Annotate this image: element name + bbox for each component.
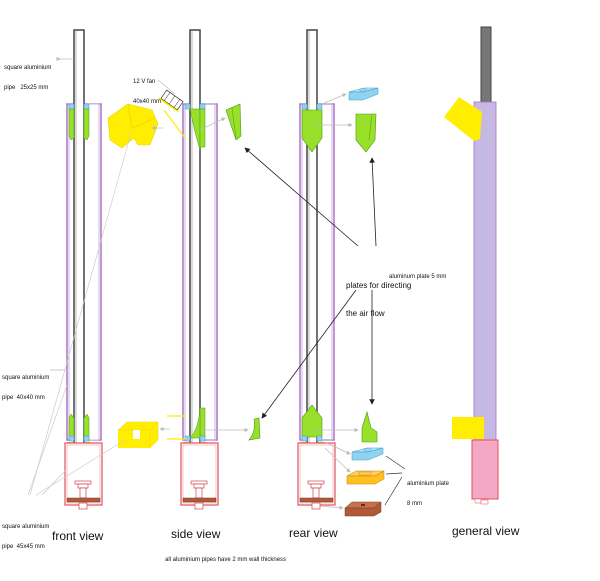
- green-plate: [68, 108, 75, 141]
- green-plate-rear-top: [355, 113, 377, 153]
- label-plates: plates for directing the air flow: [346, 263, 411, 327]
- yellow-frame-solid: [452, 417, 484, 439]
- label-line: pipe 25x25 mm: [4, 85, 49, 92]
- outer-pipe-solid: [473, 101, 497, 443]
- label-line: plates for directing: [346, 281, 412, 291]
- label-pipe-40: square aluminium pipe 40x40 mm: [2, 361, 49, 409]
- label-line: pipe 40x40 mm: [2, 395, 45, 402]
- label-plate-5mm: aluminum plate 5 mm: [389, 274, 447, 280]
- label-plate-8mm: aluminium plate 8 mm: [407, 467, 449, 515]
- fan-icon: [158, 89, 184, 113]
- caption-front-view: front view: [52, 529, 104, 543]
- label-line: 12 V fan: [133, 78, 156, 85]
- label-line: square aluminium: [2, 374, 50, 381]
- green-plate-side-bottom: [248, 417, 261, 441]
- label-line: pipe 45x45 mm: [2, 544, 45, 551]
- yellow-cap-solid: [444, 97, 482, 141]
- inner-pipe-solid: [480, 26, 492, 105]
- blue-plate-bottom: [351, 447, 384, 461]
- front-view: [27, 29, 159, 510]
- base-pipe-solid: [471, 439, 499, 500]
- label-line: the air flow: [346, 308, 385, 318]
- label-pipe-45: square aluminium pipe 45x45 mm: [2, 510, 49, 558]
- green-plate-side-top: [225, 103, 242, 141]
- inner-pipe-25: [73, 29, 85, 451]
- label-fan: 12 V fan 40x40 mm: [133, 65, 161, 113]
- yellow-frame-bottom: [117, 421, 159, 449]
- label-line: aluminium plate: [407, 480, 450, 487]
- label-pipe-25: square aluminium pipe 25x25 mm: [4, 51, 51, 99]
- blue-plate-top: [348, 87, 379, 101]
- yellow-cap-top: [107, 103, 159, 149]
- rear-view: [297, 29, 406, 517]
- bolt: [74, 480, 92, 510]
- plates-arrows: [244, 147, 377, 419]
- label-line: square aluminium: [2, 523, 50, 530]
- caption-side-view: side view: [171, 527, 221, 541]
- caption-rear-view: rear view: [289, 526, 338, 540]
- label-line: square aluminium: [4, 64, 52, 71]
- caption-general-view: general view: [452, 524, 520, 538]
- label-line: 8 mm: [407, 501, 422, 508]
- general-view: [444, 26, 499, 505]
- label-line: 40x40 mm: [133, 99, 162, 106]
- brown-plate: [344, 501, 382, 517]
- green-plate-rear-bottom: [361, 410, 378, 443]
- side-view: [151, 29, 261, 510]
- orange-plate: [346, 470, 385, 485]
- footnote: all aluminium pipes have 2 mm wall thick…: [165, 557, 287, 563]
